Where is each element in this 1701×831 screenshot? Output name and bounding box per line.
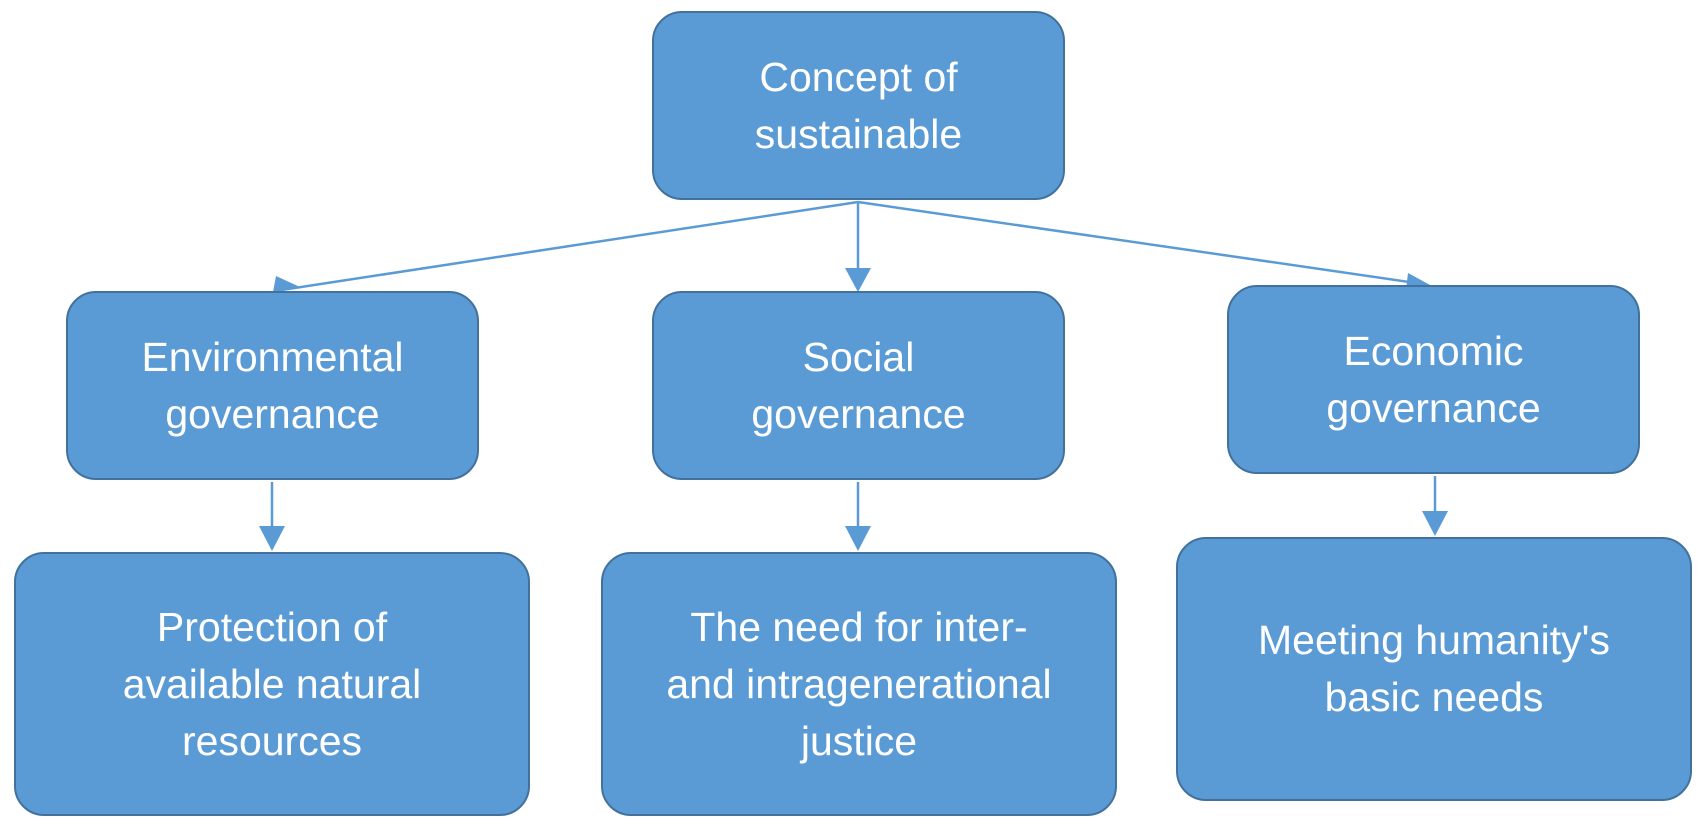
edge-root-to-economic bbox=[857, 200, 1424, 286]
node-environmental-governance: Environmental governance bbox=[66, 291, 479, 480]
node-concept-of-sustainable-label: Concept of sustainable bbox=[754, 53, 963, 157]
node-basic-needs: Meeting humanity's basic needs bbox=[1176, 537, 1692, 801]
arrowhead-justice bbox=[845, 526, 871, 551]
node-generational-justice-label: The need for inter- and intragenerationa… bbox=[666, 603, 1052, 764]
arrowhead-protection bbox=[259, 526, 285, 551]
node-social-governance: Social governance bbox=[652, 291, 1065, 480]
arrowhead-environmental bbox=[273, 276, 300, 292]
node-protection-of-resources: Protection of available natural resource… bbox=[14, 552, 530, 816]
node-generational-justice: The need for inter- and intragenerationa… bbox=[601, 552, 1117, 816]
arrowhead-social bbox=[845, 268, 871, 292]
node-economic-governance-label: Economic governance bbox=[1326, 327, 1541, 431]
node-protection-of-resources-label: Protection of available natural resource… bbox=[122, 603, 422, 764]
node-basic-needs-label: Meeting humanity's basic needs bbox=[1258, 617, 1610, 720]
arrowhead-basic-needs bbox=[1422, 511, 1448, 536]
node-social-governance-label: Social governance bbox=[751, 333, 966, 437]
node-concept-of-sustainable: Concept of sustainable bbox=[652, 11, 1065, 200]
edge-root-to-environmental bbox=[274, 200, 859, 293]
node-environmental-governance-label: Environmental governance bbox=[141, 333, 404, 437]
node-economic-governance: Economic governance bbox=[1227, 285, 1640, 474]
